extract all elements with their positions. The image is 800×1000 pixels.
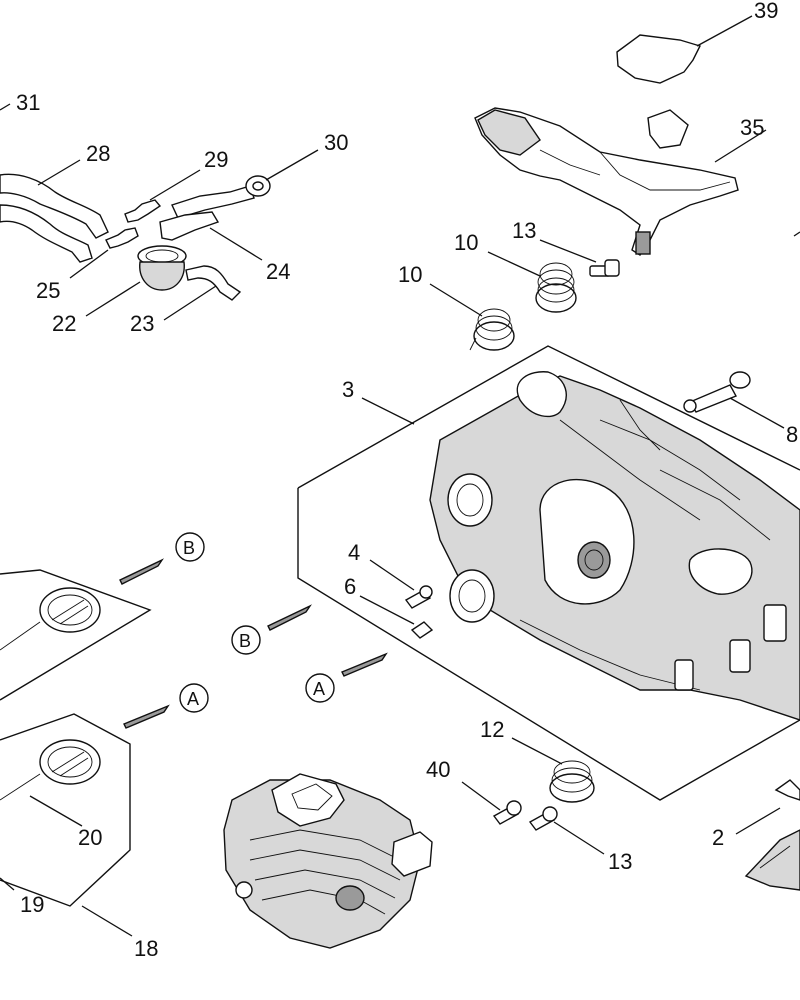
part-label-20: 20: [78, 825, 102, 850]
part-6-plug[interactable]: [359, 595, 434, 639]
ref-letter-b-mid: B: [239, 631, 251, 651]
part-39-label-plate[interactable]: [616, 15, 753, 84]
ref-letter-a-mid: A: [313, 679, 325, 699]
part-label-12: 12: [480, 717, 504, 742]
part-29-fittings[interactable]: [105, 169, 201, 249]
part-label-35: 35: [740, 115, 764, 140]
part-28-fuel-hose[interactable]: [0, 159, 109, 263]
part-label-29: 29: [204, 147, 228, 172]
part-40-screw[interactable]: [461, 781, 522, 825]
decal-plate-upper[interactable]: [0, 569, 152, 701]
part-12-spring[interactable]: [511, 737, 595, 803]
part-label-8: 8: [786, 422, 798, 447]
part-label-13-lower: 13: [608, 849, 632, 874]
part-label-23: 23: [130, 311, 154, 336]
part-label-2: 2: [712, 825, 724, 850]
ref-arrow-a-left: [123, 683, 209, 729]
part-10-spring-lower[interactable]: [429, 283, 515, 351]
part-label-10-upper: 10: [454, 230, 478, 255]
part-23-bent-hose[interactable]: [163, 265, 242, 321]
part-20-decal[interactable]: [0, 739, 101, 827]
part-label-13-upper: 13: [512, 218, 536, 243]
part-3-crankcase[interactable]: [297, 345, 800, 801]
part-8-pin[interactable]: [683, 371, 785, 429]
part-label-31: 31: [16, 90, 40, 115]
leader-19: [0, 877, 15, 891]
part-24-hose[interactable]: [159, 211, 263, 261]
part-label-24: 24: [266, 259, 290, 284]
ref-arrow-b-mid: [231, 604, 312, 655]
part-13-screw-lower[interactable]: [528, 806, 605, 855]
cylinder[interactable]: [223, 773, 433, 949]
edge-leader-right: [793, 231, 800, 237]
part-label-3: 3: [342, 377, 354, 402]
part-label-10-lower: 10: [398, 262, 422, 287]
leader-25: [69, 249, 109, 279]
ref-arrow-a-mid: [305, 652, 388, 703]
part-35-cover-plate[interactable]: [474, 107, 767, 256]
part-label-39: 39: [754, 0, 778, 23]
part-2-bracket[interactable]: [735, 779, 800, 891]
part-label-25: 25: [36, 278, 60, 303]
ref-letter-b-top: B: [183, 538, 195, 558]
ref-arrow-b-top: [119, 532, 205, 585]
part-label-22: 22: [52, 311, 76, 336]
part-label-6: 6: [344, 574, 356, 599]
part-label-40: 40: [426, 757, 450, 782]
part-22-primer-bulb[interactable]: [85, 245, 187, 317]
part-label-28: 28: [86, 141, 110, 166]
part-30-return-hose[interactable]: [171, 149, 319, 219]
part-label-19: 19: [20, 892, 44, 917]
leader-31: [0, 103, 11, 111]
part-18-decal-set[interactable]: [0, 713, 133, 937]
part-label-4: 4: [348, 540, 360, 565]
ref-letter-a-left: A: [187, 689, 199, 709]
part-label-30: 30: [324, 130, 348, 155]
part-13-screw-upper[interactable]: [539, 239, 620, 277]
part-10-spring-upper[interactable]: [487, 251, 577, 313]
part-label-18: 18: [134, 936, 158, 961]
part-4-bolt[interactable]: [369, 559, 433, 609]
